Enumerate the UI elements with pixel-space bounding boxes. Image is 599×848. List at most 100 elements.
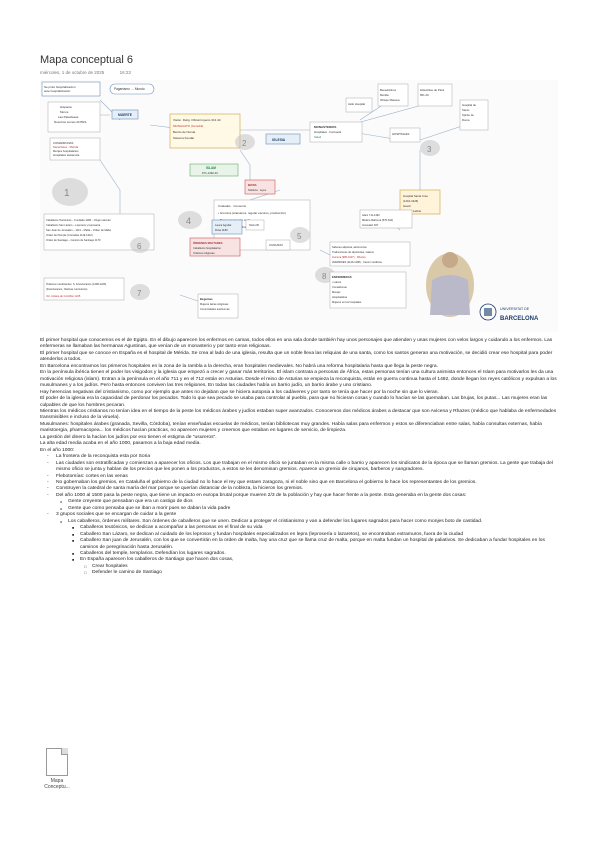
note-body[interactable]: El primer hospital que conocemos es el d… (40, 338, 560, 577)
svg-text:Comunidades autónomas: Comunidades autónomas (200, 307, 230, 311)
svg-text:Traducciones de Hipócrates, Ga: Traducciones de Hipócrates, Galeno (332, 250, 375, 254)
svg-text:Hospitales · Farmacia: Hospitales · Farmacia (314, 130, 342, 134)
svg-text:Médico Mahoma (570-632): Médico Mahoma (570-632) (362, 218, 393, 222)
file-icon (46, 748, 68, 776)
svg-text:Comadronas: Comadronas (332, 285, 348, 289)
svg-text:Benedictinos: Benedictinos (380, 88, 397, 92)
svg-text:Benito de Nursia: Benito de Nursia (173, 130, 196, 134)
node-page (109, 83, 155, 95)
svg-text:671-1492 dC: 671-1492 dC (202, 171, 218, 175)
badge-5: 5 (297, 232, 302, 241)
svg-text:Mérida: Mérida (380, 93, 389, 97)
svg-text:Hospitalarias: Hospitalarias (332, 295, 348, 299)
badge-2: 2 (242, 139, 247, 148)
paragraphs: El primer hospital que conocemos es el d… (40, 338, 560, 454)
svg-text:Caballeros Teutónicos – Fundad: Caballeros Teutónicos – Fundada 1198 – O… (46, 218, 111, 222)
svg-text:Asilo Hospital: Asilo Hospital (348, 102, 365, 106)
concept-map-image[interactable]: Se pintó hospitalización ante hospitaliz… (40, 80, 558, 332)
svg-text:Ordenes religiosas: Ordenes religiosas (193, 251, 215, 255)
svg-text:Sacerdotes · Mérida: Sacerdotes · Mérida (53, 145, 79, 149)
paragraph: En el año 1000: (40, 447, 75, 453)
paragraph: Musulmanes: hospitales árabes (granada, … (40, 421, 542, 434)
list-item: Caballeros del temple, templarios. Defen… (72, 551, 560, 558)
svg-text:Santo: Santo (462, 108, 470, 112)
paragraph: En Barcelona encontramos los primeros ho… (40, 363, 439, 369)
logo-line1: UNIVERSITAT DE (500, 307, 530, 311)
list-item: Las ciudades son estratificadas y comien… (47, 461, 560, 474)
paragraph: La alta edad media acaba en el año 1000,… (40, 441, 201, 447)
list-item: Construyen la catedral de santa maría de… (47, 486, 560, 493)
svg-text:CUIDADO: CUIDADO (269, 243, 284, 247)
svg-text:Hôtel-Dieu de Paris: Hôtel-Dieu de Paris (420, 88, 445, 92)
list-item: Los caballeros, órdenes militares. Son ó… (60, 519, 560, 578)
page-title: Mapa conceptual 6 (40, 54, 133, 66)
svg-text:ÓRDENES MILITARES: ÓRDENES MILITARES (193, 240, 223, 245)
svg-text:Paganismo → Mundo: Paganismo → Mundo (114, 87, 145, 91)
attachment-name-1: Mapa (50, 778, 64, 784)
node-regiones (197, 293, 239, 319)
svg-text:Islam 711-1492: Islam 711-1492 (362, 213, 380, 217)
svg-text:(1401-1926): (1401-1926) (403, 199, 418, 203)
list-item: Caballeros teutónicos, se dedican a acom… (72, 525, 560, 532)
note-date: miércoles, 1 de octubre de 2025 (40, 70, 105, 75)
paragraph: Mientras los médicos cristianos no tenía… (40, 408, 557, 421)
doctor-illustration-icon (426, 252, 474, 317)
svg-text:Mujeres laicas religiosas: Mujeres laicas religiosas (200, 302, 229, 306)
node-hosp (41, 81, 101, 97)
list-item: Crear hospitales (84, 564, 560, 571)
svg-text:Avicena (980-1037) · Rhazes: Avicena (980-1037) · Rhazes (332, 255, 366, 259)
svg-text:Orden de Santiago – Camino de: Orden de Santiago – Camino de Santiago 1… (46, 238, 101, 242)
node-cuidado (265, 239, 291, 251)
node-monasterios (309, 121, 363, 143)
svg-text:MONASTERIOS: MONASTERIOS (314, 125, 336, 129)
list-item: En España aparecen los caballeros de San… (72, 557, 560, 577)
svg-text:Orden del Temple (Cruzadas 111: Orden del Temple (Cruzadas 1119-1312) (46, 233, 93, 237)
paragraph: La gestión del dinero la hacían los judí… (40, 434, 217, 440)
svg-text:HOSPITALES: HOSPITALES (392, 132, 409, 136)
bullet-list: La frontera de la reconquista esta por S… (40, 454, 560, 577)
node-hospital-santa (399, 189, 441, 215)
svg-text:MONACATO (Cenobit): MONACATO (Cenobit) (173, 124, 203, 128)
svg-text:Saberes alquimia, astronomía: Saberes alquimia, astronomía (332, 245, 367, 249)
svg-text:IGLESIA: IGLESIA (272, 138, 286, 142)
svg-text:Hospitales asistencia: Hospitales asistencia (53, 153, 80, 157)
svg-text:Órdenes mendicantes: S. Franci: Órdenes mendicantes: S. Franciscanos (12… (46, 281, 106, 286)
node-origen (47, 101, 101, 133)
list-item: 3 grupos sociales que se encargan de cui… (47, 512, 560, 578)
svg-text:Hispania: Hispania (60, 105, 72, 109)
svg-text:AVERROES (1126-1198) · Canon m: AVERROES (1126-1198) · Canon medicina (332, 260, 382, 264)
svg-text:Monjas: Monjas (332, 290, 341, 294)
node-islam (189, 163, 239, 177)
paragraph: Hay herencias negativas del cristianismo… (40, 389, 439, 395)
svg-text:BOSS: BOSS (248, 183, 257, 187)
badge-3: 3 (427, 145, 432, 154)
svg-text:• Gremios (artesanos, regular: • Gremios (artesanos, regular escuros, p… (218, 211, 286, 215)
svg-text:SALUD: SALUD (249, 223, 260, 227)
node-vision (169, 113, 241, 149)
svg-text:Vol. Juliana de Cornillón 1245: Vol. Juliana de Cornillón 1245 (46, 294, 81, 298)
list-item: Caballero San juan de Jerusalén, con los… (72, 538, 560, 551)
svg-text:Caballeros San Lázaro – Lepros: Caballeros San Lázaro – Leprosos y lepro… (46, 223, 101, 227)
node-salud (245, 219, 265, 231)
list-item: No gobernaban los gremios, en Cataluña e… (47, 480, 560, 487)
badge-7: 7 (137, 289, 142, 298)
svg-text:Salud: Salud (314, 135, 322, 139)
node-ordenes (189, 237, 241, 257)
note-meta: miércoles, 1 de octubre de 2025 16:23 (40, 70, 145, 75)
svg-text:Las Pataclesas: Las Pataclesas (58, 115, 79, 119)
attachment-file[interactable]: Mapa Conceptu... (40, 748, 74, 790)
svg-text:Jerusalén 637: Jerusalén 637 (362, 223, 379, 227)
list-item: Defender le camino de Santiago (84, 570, 560, 577)
svg-text:San Juan de Jerusalén – 1113 –: San Juan de Jerusalén – 1113 – Malta – O… (46, 228, 111, 232)
node-anatomia (329, 241, 411, 267)
svg-text:Hospital Santa Creu: Hospital Santa Creu (403, 194, 428, 198)
svg-text:MUERTE: MUERTE (118, 113, 133, 117)
logo-line2: BARCELONA (500, 316, 539, 322)
svg-text:Ruta 1180: Ruta 1180 (215, 228, 228, 232)
svg-text:Sistema Feudal: Sistema Feudal (173, 136, 194, 140)
svg-text:Monjes hospitalarios: Monjes hospitalarios (53, 149, 79, 153)
badge-1: 1 (64, 188, 70, 199)
svg-text:COMADRONAS: COMADRONAS (53, 141, 73, 145)
svg-text:• Laicos: • Laicos (332, 280, 342, 284)
